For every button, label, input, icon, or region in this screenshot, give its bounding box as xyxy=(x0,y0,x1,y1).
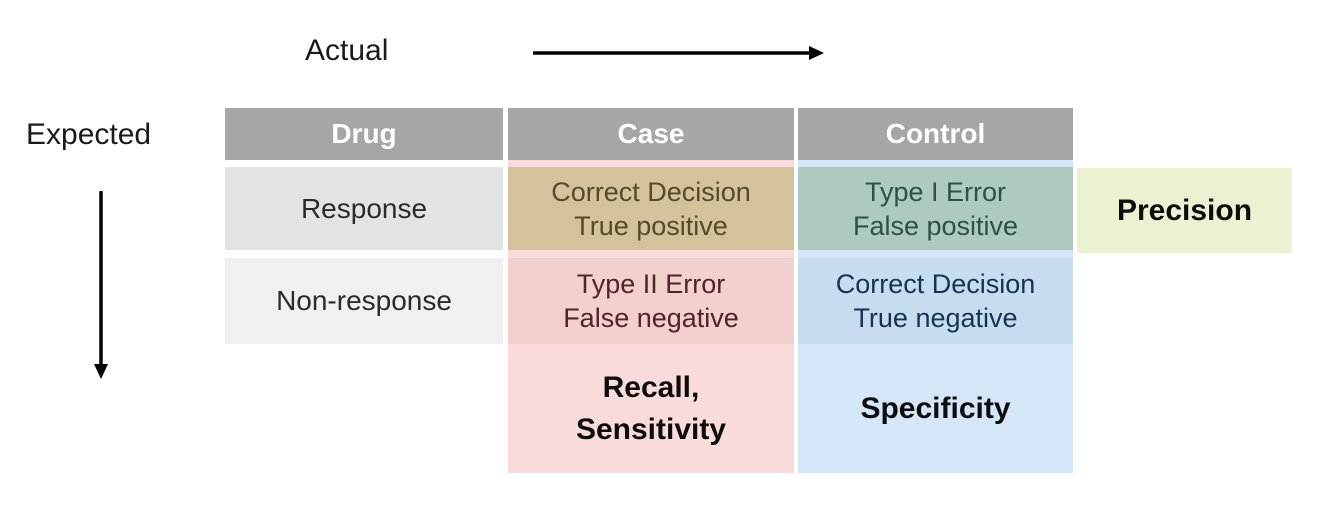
cell-false-positive: Type I Error False positive xyxy=(798,167,1073,250)
cell-true-positive-line2: True positive xyxy=(574,210,728,241)
header-label-control: Control xyxy=(885,118,986,149)
right-arrow-icon xyxy=(533,46,824,60)
cell-true-positive-line1: Correct Decision xyxy=(551,176,751,207)
row-label-non-response-text: Non-response xyxy=(276,285,452,316)
cell-false-positive-line2: False positive xyxy=(852,210,1019,241)
sensitivity-label: Sensitivity xyxy=(575,412,727,446)
header-label-case: Case xyxy=(617,118,685,149)
precision-label-box: Precision xyxy=(1077,168,1292,253)
specificity-label-box: Specificity xyxy=(798,344,1073,473)
cell-true-negative-line1: Correct Decision xyxy=(835,269,1036,299)
precision-label: Precision xyxy=(1116,193,1253,227)
cell-false-negative: Type II Error False negative xyxy=(508,258,794,344)
cell-true-positive: Correct Decision True positive xyxy=(508,167,794,250)
row-label-response-text: Response xyxy=(300,192,428,224)
cell-false-negative-line2: False negative xyxy=(563,303,739,333)
header-cell-case: Case xyxy=(508,108,794,160)
header-cell-control: Control xyxy=(798,108,1073,160)
recall-label: Recall, xyxy=(602,370,700,404)
recall-sensitivity-label-box: Recall, Sensitivity xyxy=(508,344,794,473)
down-arrow-icon xyxy=(94,191,108,379)
header-label-drug: Drug xyxy=(331,118,397,149)
cell-false-positive-line1: Type I Error xyxy=(864,176,1007,207)
row-label-non-response: Non-response xyxy=(225,258,503,344)
cell-true-negative: Correct Decision True negative xyxy=(798,258,1073,344)
specificity-label: Specificity xyxy=(860,391,1011,425)
cell-false-negative-line1: Type II Error xyxy=(576,269,726,299)
cell-true-negative-line2: True negative xyxy=(853,303,1018,333)
header-cell-drug: Drug xyxy=(225,108,503,160)
actual-axis-label: Actual xyxy=(305,34,389,67)
expected-axis-label: Expected xyxy=(26,118,152,151)
row-label-response: Response xyxy=(225,167,503,250)
